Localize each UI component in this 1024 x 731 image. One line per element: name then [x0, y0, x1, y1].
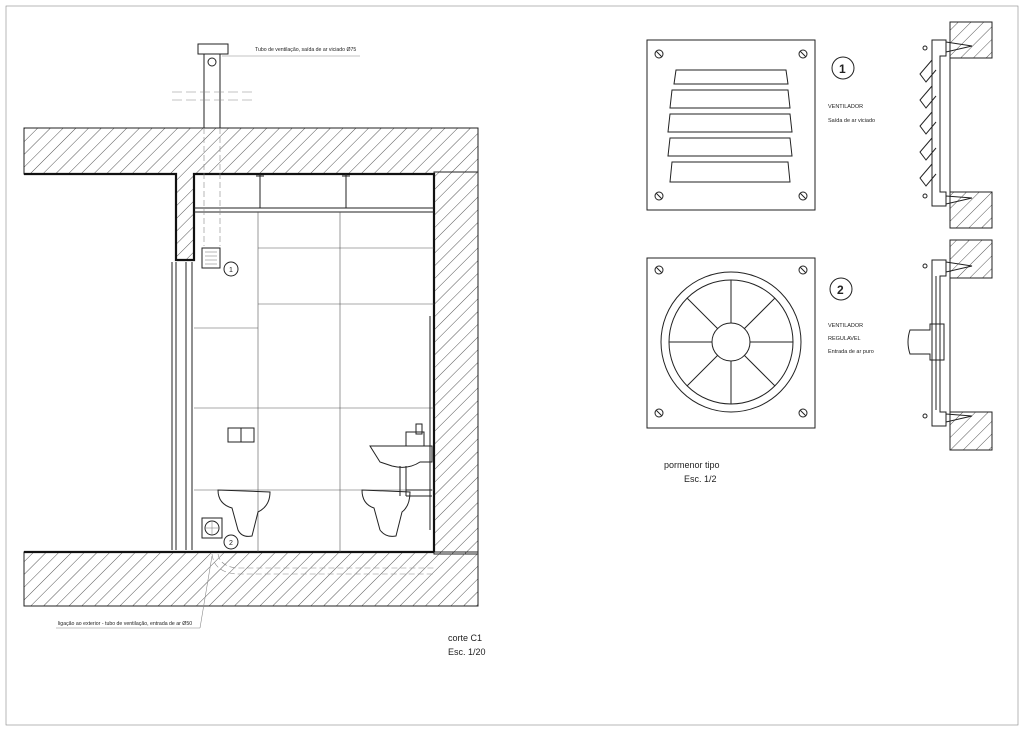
- section-grille-1: 1: [201, 247, 239, 277]
- callout-bottom-leader: [199, 555, 213, 629]
- marker-2-text: 2: [229, 540, 233, 547]
- marker-1-text: 1: [229, 267, 233, 274]
- hatched-slab-bottom: [23, 551, 479, 607]
- detail-2-section: [907, 239, 993, 451]
- detail-1-section: [919, 21, 993, 229]
- detail-1-ventilator: 1 VENTILADOR Saída de ar viciado: [646, 39, 875, 211]
- detail-2-ventilator: 2 VENTILADOR REGULAVEL Entrada de ar pur…: [646, 257, 874, 429]
- detail-caption-scale: Esc. 1/2: [684, 474, 717, 484]
- section-drawing: Tubo de ventilação, saída de ar viciado …: [23, 43, 486, 657]
- section-scale: Esc. 1/20: [448, 647, 486, 657]
- hatched-slab-top: [23, 127, 479, 261]
- detail-caption-title: pormenor tipo: [664, 460, 720, 470]
- sheet-border: [5, 5, 1019, 726]
- detail-2-label-line3: Entrada de ar puro: [828, 349, 874, 355]
- vent-pipe: [172, 43, 252, 246]
- detail-1-label-line2: Saída de ar viciado: [828, 118, 875, 124]
- sink: [369, 445, 433, 468]
- hatched-wall-right: [433, 171, 479, 555]
- toilet-right: [361, 489, 411, 537]
- detail-1-number: 1: [839, 62, 846, 76]
- detail-2-label-line2: REGULAVEL: [828, 336, 861, 342]
- callout-bottom-text: ligação ao exterior - tubo de ventilação…: [58, 621, 192, 627]
- detail-2-number: 2: [837, 283, 844, 297]
- toilet-left: [217, 489, 271, 537]
- section-title: corte C1: [448, 633, 482, 643]
- callout-top-text: Tubo de ventilação, saída de ar viciado …: [255, 47, 356, 53]
- detail-2-label-line1: VENTILADOR: [828, 323, 863, 329]
- detail-1-label-line1: VENTILADOR: [828, 104, 863, 110]
- section-grille-2: 2: [201, 517, 239, 550]
